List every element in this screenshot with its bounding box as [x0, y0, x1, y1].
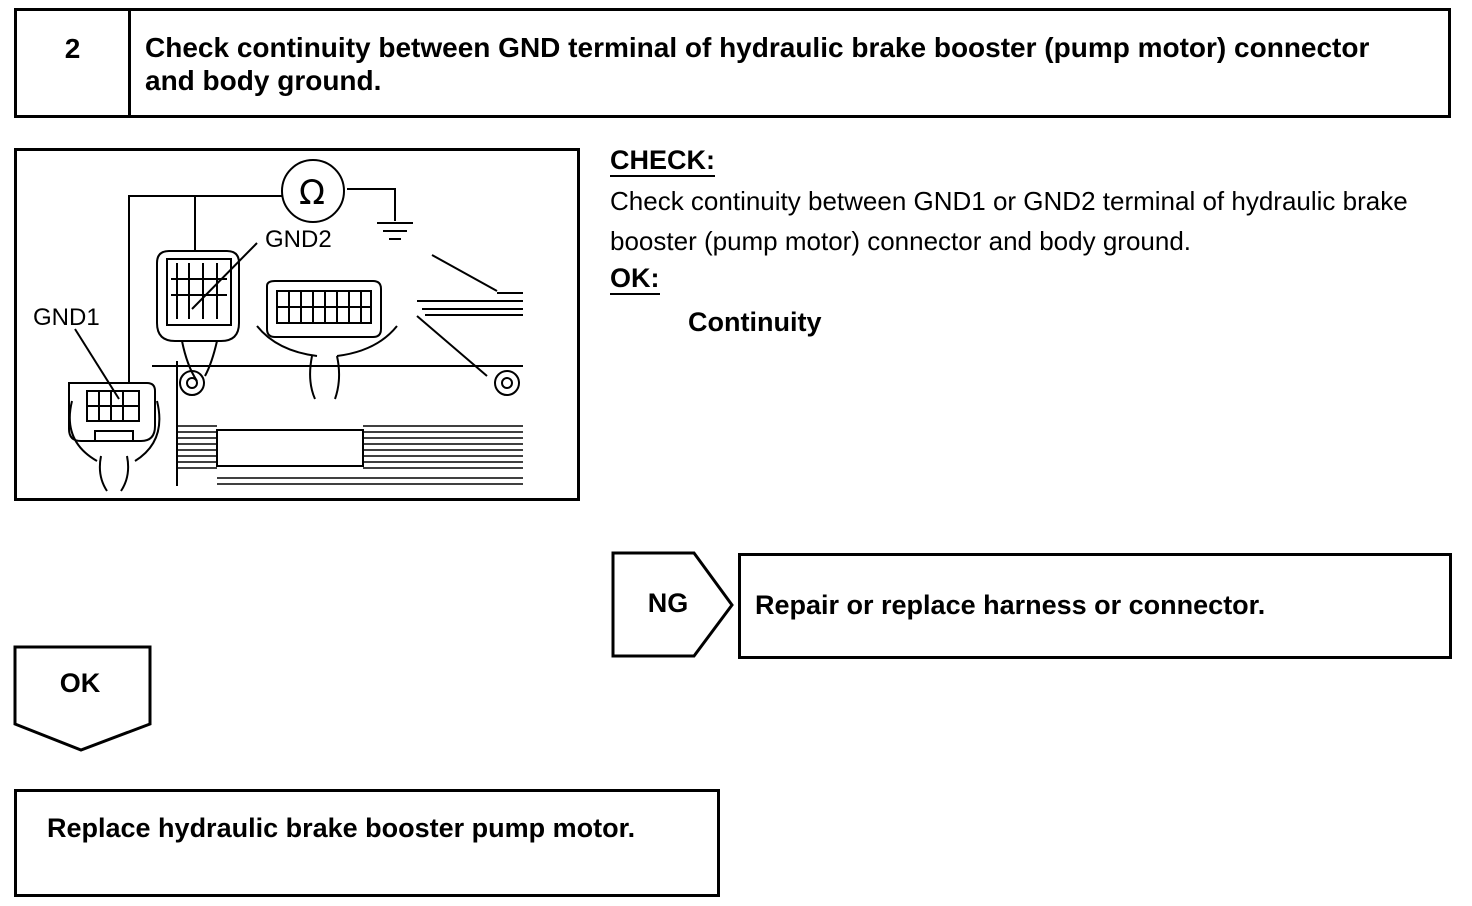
ok-heading: OK:	[610, 263, 660, 295]
gnd2-connector	[156, 250, 240, 342]
gnd2-leader	[191, 242, 258, 310]
gnd2-label: GND2	[265, 226, 332, 253]
step-header: 2 Check continuity between GND terminal …	[14, 8, 1451, 118]
ng-arrow-shape	[611, 551, 734, 658]
check-heading: CHECK:	[610, 145, 715, 177]
ok-value: Continuity	[688, 307, 822, 337]
check-section: CHECK: Check continuity between GND1 or …	[610, 145, 1460, 338]
ok-arrow-shape	[13, 645, 152, 752]
ohm-symbol: Ω	[299, 173, 325, 213]
ok-arrow-label: OK	[59, 668, 101, 698]
gnd1-leader	[74, 328, 120, 400]
gnd1-label: GND1	[33, 304, 100, 331]
ng-result-text: Repair or replace harness or connector.	[755, 590, 1266, 620]
ng-label: NG	[647, 588, 689, 618]
ng-result-box: Repair or replace harness or connector.	[738, 553, 1452, 659]
ok-result-box: Replace hydraulic brake booster pump mot…	[14, 789, 720, 897]
step-number: 2	[17, 11, 131, 115]
diagram-illustration: GND2 GND1 Ω	[33, 159, 523, 492]
connector-diagram: GND2 GND1 Ω	[14, 148, 580, 501]
ohmmeter-icon	[281, 159, 345, 223]
check-text: Check continuity between GND1 or GND2 te…	[610, 186, 1408, 256]
hatched-panel	[216, 429, 364, 467]
center-connector	[266, 280, 382, 338]
gnd1-connector	[68, 382, 156, 442]
step-title: Check continuity between GND terminal of…	[145, 32, 1370, 96]
meter-lead-gnd1-wire	[128, 195, 282, 383]
ok-result-text: Replace hydraulic brake booster pump mot…	[47, 813, 636, 843]
meter-lead-ground-wire	[347, 188, 396, 221]
